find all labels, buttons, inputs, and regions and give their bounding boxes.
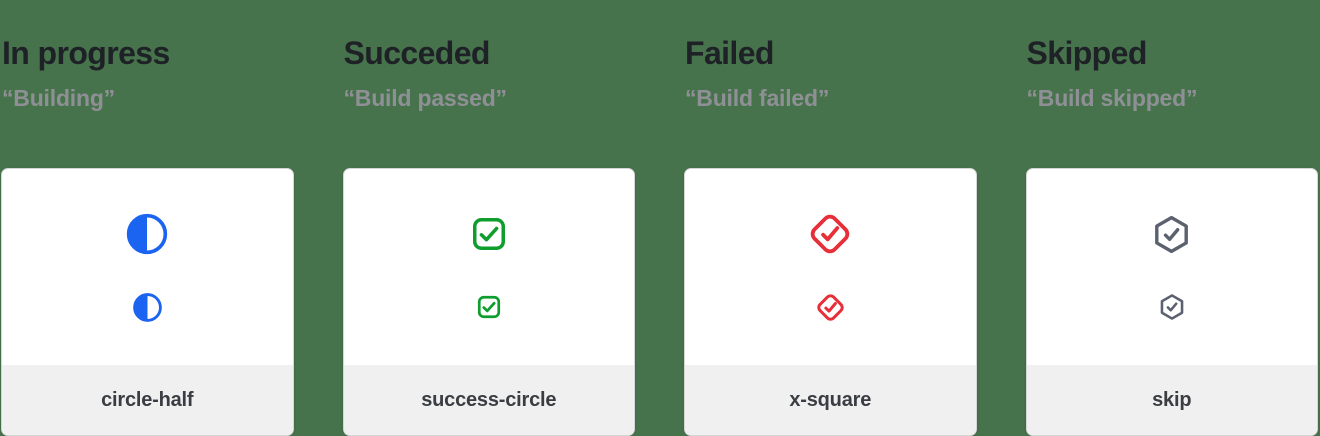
circle-half-icon-small	[132, 291, 163, 323]
icon-card-footer: skip	[1026, 365, 1317, 435]
icon-card-skip: skip	[1025, 168, 1318, 436]
icon-card-success-circle: success-circle	[342, 168, 635, 436]
column-header: Failed “Build failed”	[684, 0, 977, 168]
icon-card-circle-half: circle-half	[1, 168, 294, 436]
column-succeded: Succeded “Build passed”	[342, 0, 636, 436]
column-in-progress: In progress “Building”	[1, 0, 294, 436]
column-header: Skipped “Build skipped”	[1026, 0, 1319, 168]
column-failed: Failed “Build failed” x	[684, 0, 977, 436]
icon-card-x-square: x-square	[684, 168, 977, 436]
column-subtitle: “Build failed”	[685, 84, 830, 111]
column-title: Succeded	[343, 35, 491, 71]
check-square-icon-large	[470, 211, 508, 257]
icon-card-footer: success-circle	[343, 365, 634, 435]
icon-card-body	[344, 169, 635, 365]
icon-card-body	[685, 169, 976, 365]
column-subtitle: “Build passed”	[343, 84, 508, 111]
icon-card-footer: circle-half	[2, 365, 293, 435]
column-subtitle: “Build skipped”	[1026, 84, 1198, 111]
hexagon-check-icon-small	[1158, 291, 1186, 323]
diamond-check-icon-large	[807, 211, 853, 257]
column-header: Succeded “Build passed”	[343, 0, 636, 168]
icon-card-body	[1027, 169, 1318, 365]
icon-card-footer: x-square	[685, 365, 976, 435]
column-title: Failed	[685, 35, 774, 71]
icon-name-label: circle-half	[101, 388, 194, 411]
icon-name-label: x-square	[789, 388, 872, 411]
icon-name-label: success-circle	[421, 388, 557, 411]
column-subtitle: “Building”	[2, 84, 115, 111]
diamond-check-icon-small	[815, 291, 846, 323]
icon-name-label: skip	[1152, 388, 1192, 411]
icon-card-body	[2, 169, 293, 365]
check-square-icon-small	[476, 291, 502, 323]
circle-half-icon-large	[125, 211, 169, 257]
hexagon-check-icon-large	[1151, 211, 1192, 257]
column-title: Skipped	[1026, 35, 1148, 71]
column-header: In progress “Building”	[1, 0, 294, 168]
column-skipped: Skipped “Build skipped”	[1025, 0, 1319, 436]
column-title: In progress	[2, 35, 170, 71]
